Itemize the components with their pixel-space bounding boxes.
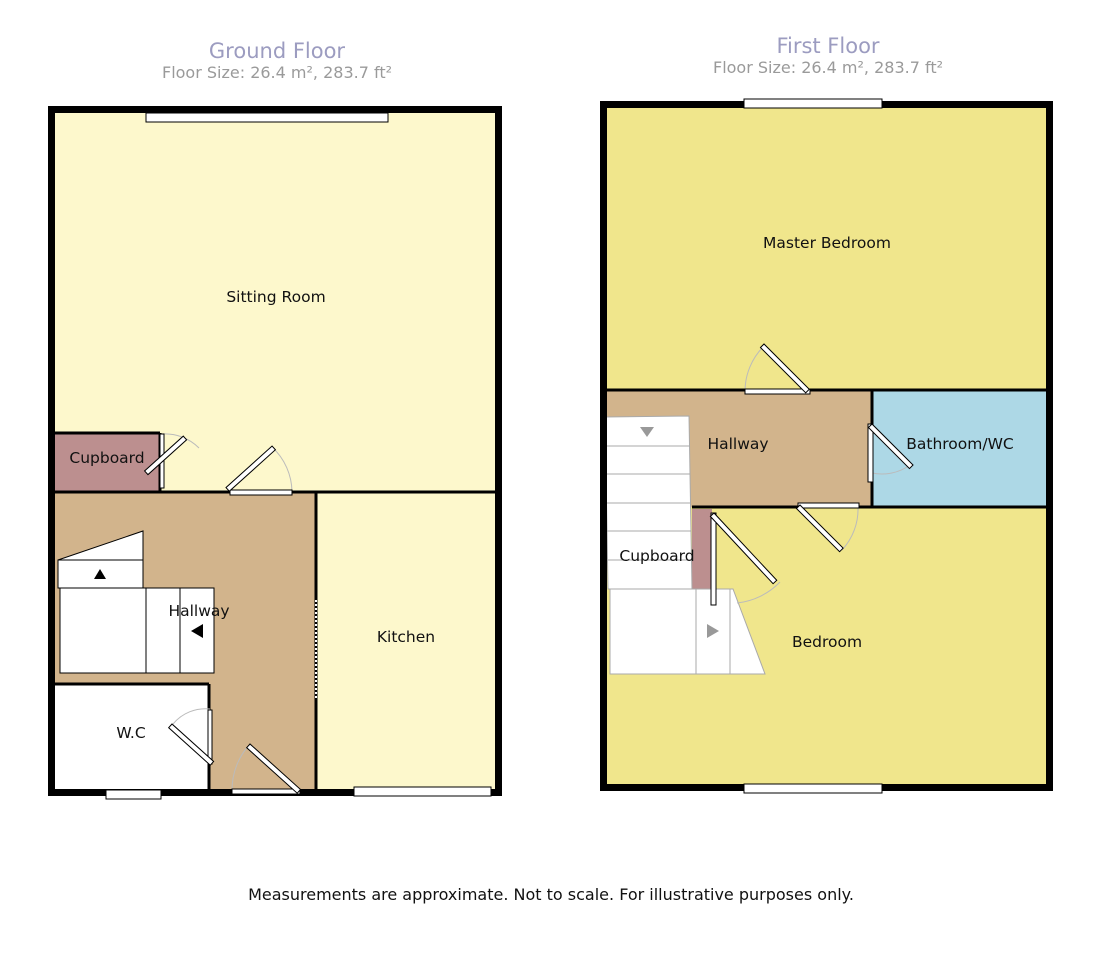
kitchen-window bbox=[353, 786, 492, 797]
first-floor-size: Floor Size: 26.4 m², 283.7 ft² bbox=[712, 58, 944, 77]
first-hallway-label: Hallway bbox=[707, 435, 768, 453]
first-floor-title: First Floor bbox=[776, 34, 880, 58]
bathroom-label: Bathroom/WC bbox=[906, 435, 1014, 453]
wc-window bbox=[105, 789, 162, 800]
ground-floor-plan: Sitting Room Cupboard Hallway Kitchen W.… bbox=[48, 106, 502, 800]
master-bedroom-area bbox=[607, 107, 1049, 390]
stairs-left-arrow bbox=[191, 624, 203, 638]
sitting-room-area bbox=[55, 113, 496, 492]
first-doors bbox=[709, 343, 914, 606]
master-bedroom-window bbox=[743, 98, 883, 109]
stairs-up-arrow bbox=[94, 569, 106, 579]
bedroom-label: Bedroom bbox=[792, 633, 862, 651]
ground-cupboard-label: Cupboard bbox=[69, 449, 144, 467]
ground-doors bbox=[143, 433, 302, 795]
stairs-down-arrow bbox=[640, 427, 654, 437]
first-stairs bbox=[604, 415, 766, 675]
wc-label: W.C bbox=[116, 724, 145, 742]
ground-floor-size: Floor Size: 26.4 m², 283.7 ft² bbox=[161, 63, 393, 82]
first-floor-plan: Master Bedroom Hallway Bathroom/WC Cupbo… bbox=[600, 98, 1053, 794]
ground-cupboard-area bbox=[55, 434, 160, 492]
first-cupboard-area bbox=[692, 509, 712, 589]
ground-floor-header: Ground Floor Floor Size: 26.4 m², 283.7 … bbox=[77, 39, 477, 83]
ground-hallway-label: Hallway bbox=[168, 602, 229, 620]
first-cupboard-label: Cupboard bbox=[619, 547, 694, 565]
bedroom-window bbox=[743, 783, 883, 794]
bathroom-area bbox=[872, 390, 1049, 507]
ground-floor-title: Ground Floor bbox=[208, 39, 346, 63]
first-floor-header: First Floor Floor Size: 26.4 m², 283.7 f… bbox=[628, 34, 1028, 78]
stairs-right-arrow bbox=[707, 624, 719, 638]
sitting-room-label: Sitting Room bbox=[226, 288, 325, 306]
kitchen-label: Kitchen bbox=[377, 628, 435, 646]
sitting-room-window bbox=[145, 112, 389, 123]
disclaimer: Measurements are approximate. Not to sca… bbox=[248, 885, 854, 904]
master-bedroom-label: Master Bedroom bbox=[763, 234, 891, 252]
kitchen-area bbox=[316, 492, 496, 790]
